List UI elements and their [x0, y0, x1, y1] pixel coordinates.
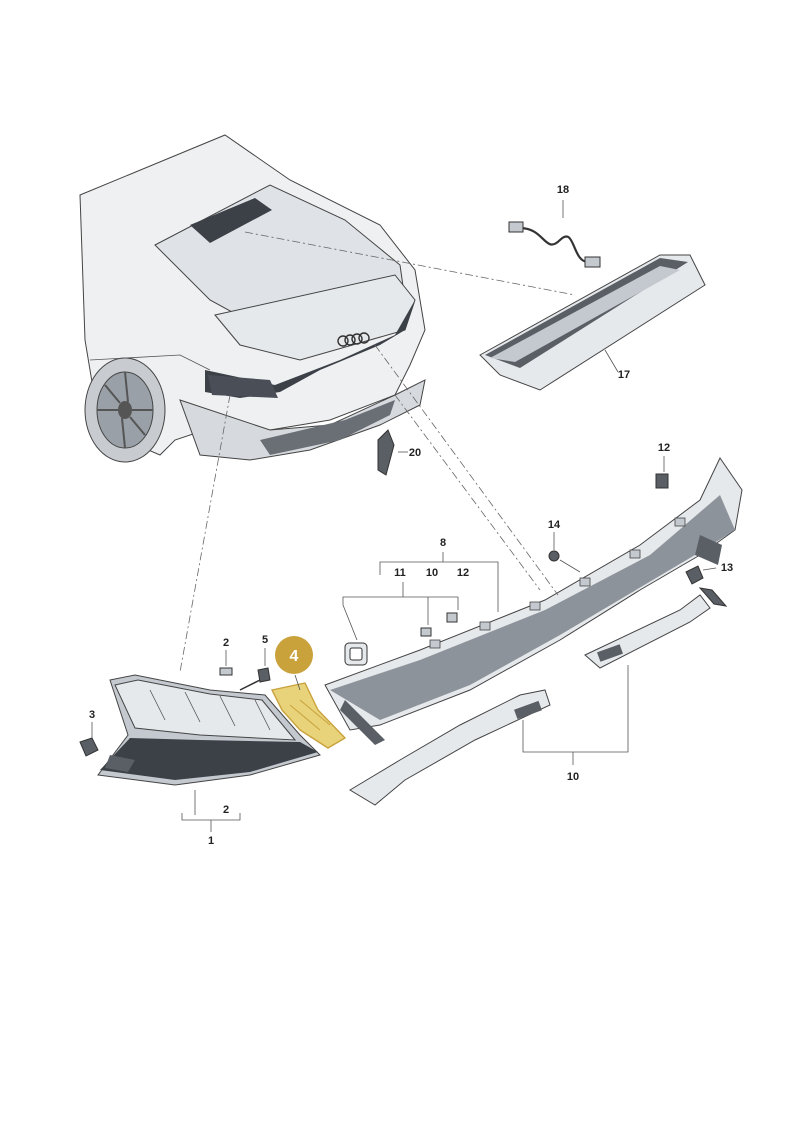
leader-lines: [179, 231, 576, 673]
clip-3: [79, 722, 99, 757]
callout-14: 14: [548, 519, 561, 531]
tail-light: [97, 674, 321, 786]
clip-13: [685, 565, 717, 585]
rear-wheel: [84, 357, 166, 463]
highlighted-part-4: [270, 674, 347, 749]
callout-1: 1: [208, 835, 214, 847]
nut-14: [548, 532, 581, 573]
callout-8: 8: [440, 537, 446, 549]
callout-2-top: 2: [223, 637, 229, 649]
callout-12-top: 12: [658, 442, 670, 454]
callout-2-bottom: 2: [223, 804, 229, 816]
reflector-bracket: [377, 429, 408, 476]
callout-4: 4: [290, 648, 299, 665]
callout-4-badge: 4: [275, 636, 313, 674]
callout-3: 3: [89, 709, 95, 721]
fastener-12-top: [655, 456, 669, 489]
wiring-harness: [508, 200, 601, 268]
group-brackets: [181, 552, 629, 832]
small-parts-group: [344, 612, 458, 666]
car-rear-illustration: [79, 134, 426, 463]
bumper-cover: [324, 457, 743, 745]
callout-5: 5: [262, 634, 268, 646]
callout-12-mid: 12: [457, 567, 469, 579]
bumper-brackets-10: [349, 587, 728, 806]
callout-13: 13: [721, 562, 733, 574]
callout-labels: 18 17 20 12 14 13 8 11 10 12 10 2 5 3 2 …: [89, 184, 733, 847]
callout-10-top: 10: [426, 567, 438, 579]
audi-rings-logo: [337, 332, 370, 347]
callout-10-bottom: 10: [567, 771, 579, 783]
callout-18: 18: [557, 184, 569, 196]
callout-17: 17: [618, 369, 630, 381]
screw-5: [239, 648, 271, 691]
callout-11: 11: [394, 567, 406, 579]
gasket-2: [219, 650, 233, 676]
callout-20: 20: [409, 447, 421, 459]
third-brake-light: [479, 254, 706, 391]
